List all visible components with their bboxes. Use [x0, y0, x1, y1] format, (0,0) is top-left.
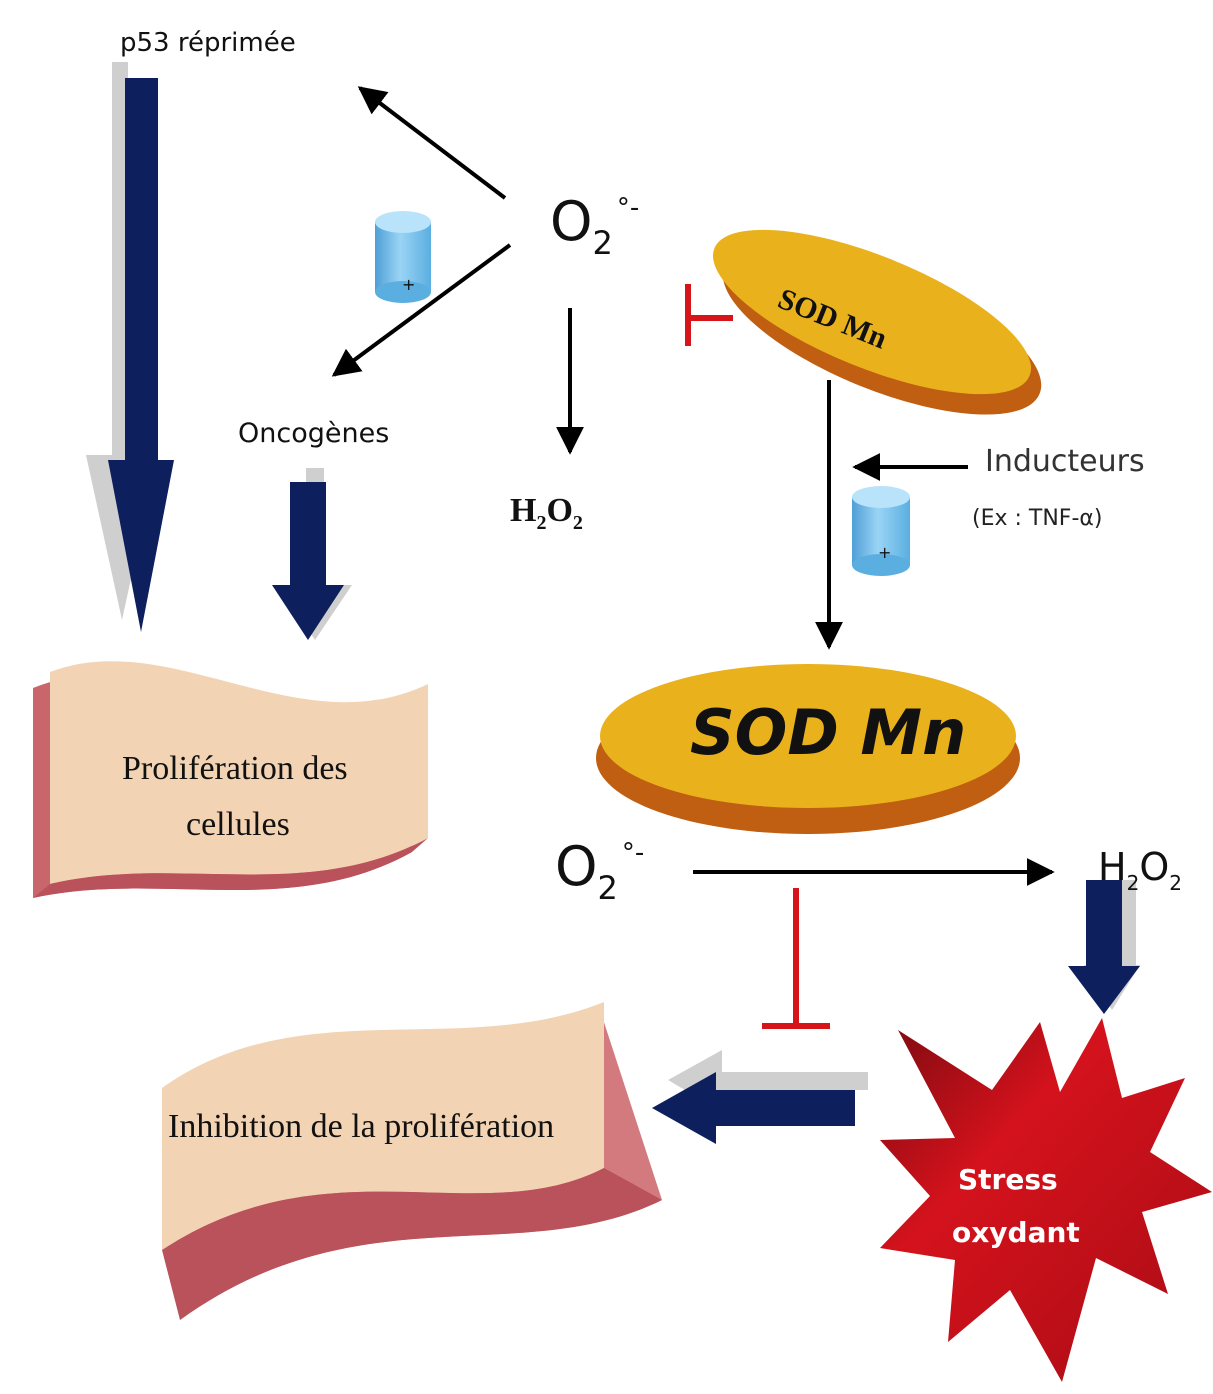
sod-mn-small-shape — [712, 229, 1042, 415]
h2o2-top-o: O — [546, 492, 573, 529]
h2o2-bottom-h: H — [1098, 845, 1127, 889]
h2o2-bottom-2b: 2 — [1169, 871, 1182, 895]
o2-bottom-sub: 2 — [597, 869, 618, 907]
stress-to-inhibition-arrow — [652, 1050, 868, 1144]
o2-top-symbol: O — [550, 190, 593, 253]
sod-mn-large-shape — [596, 664, 1020, 834]
o2-top-label: O2°- — [550, 193, 640, 262]
plus-sign-right: + — [878, 543, 892, 562]
o2-bottom-symbol: O — [555, 835, 598, 898]
h2o2-top-2a: 2 — [536, 512, 547, 534]
stress-text-line2: oxydant — [952, 1216, 1080, 1249]
inhibition-ribbon — [162, 1002, 662, 1320]
cylinder-icon-right — [852, 486, 910, 576]
stress-text-line1: Stress — [958, 1163, 1058, 1196]
proliferation-ribbon — [33, 661, 428, 898]
stress-oxydant-star — [880, 1018, 1212, 1382]
proliferation-text-line1: Prolifération des — [122, 750, 348, 787]
o2-bottom-label: O2°- — [555, 838, 645, 907]
proliferation-text-line2: cellules — [186, 806, 290, 843]
h2o2-top-2b: 2 — [572, 512, 583, 534]
p53-label: p53 réprimée — [120, 28, 296, 58]
inhibition-text: Inhibition de la prolifération — [168, 1108, 555, 1145]
h2o2-to-stress-arrow — [1068, 880, 1140, 1014]
inhibit-bar-bottom — [762, 888, 830, 1029]
cylinder-icon-top — [375, 211, 431, 303]
h2o2-bottom-label: H2O2 — [1098, 848, 1182, 893]
o2-top-charge: °- — [616, 193, 640, 223]
oncogenes-label: Oncogènes — [238, 418, 390, 449]
o2-bottom-charge: °- — [621, 838, 645, 868]
arrow-o2-to-oncogenes — [331, 243, 512, 377]
inducteurs-label: Inducteurs — [985, 444, 1145, 479]
o2-top-sub: 2 — [592, 224, 613, 262]
p53-down-arrow — [86, 62, 174, 632]
inducteurs-example-label: (Ex : TNF-α) — [972, 506, 1103, 531]
plus-sign-top: + — [402, 275, 416, 294]
h2o2-bottom-o: O — [1139, 845, 1170, 889]
sod-mn-large-label: SOD Mn — [690, 696, 967, 769]
oncogenes-down-arrow — [272, 468, 352, 640]
h2o2-bottom-2a: 2 — [1126, 871, 1140, 895]
h2o2-top-label: H2O2 — [510, 492, 583, 534]
inhibit-bar-sod-small — [685, 284, 733, 346]
h2o2-top-h: H — [510, 492, 537, 529]
arrow-o2-to-p53 — [357, 86, 507, 200]
